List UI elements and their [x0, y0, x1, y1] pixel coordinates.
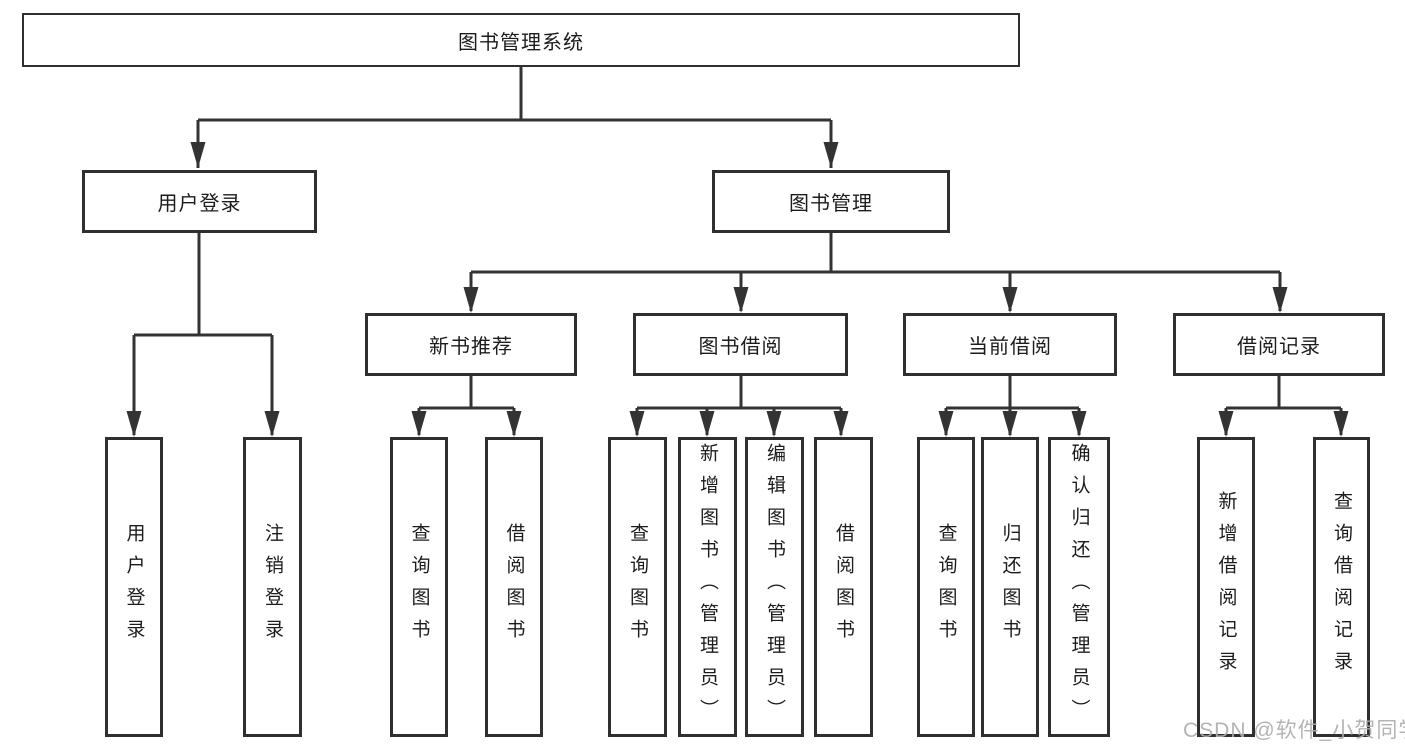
leaf-current-query-books-label: 查询图书: [935, 523, 957, 651]
node-branch-user-login-label: 用户登录: [157, 193, 242, 215]
connector-recommend-to-leaves: [411, 375, 522, 437]
connector-records-to-leaves: [1218, 375, 1349, 437]
leaf-add-borrow-record: 新增借阅记录: [1197, 437, 1255, 737]
leaf-logout-label: 注销登录: [262, 523, 283, 651]
leaf-confirm-return-admin-label: 确认归还（管理员）: [1068, 443, 1090, 731]
node-module-new-book-recommend-label: 新书推荐: [429, 336, 513, 358]
node-root-system-label: 图书管理系统: [458, 31, 584, 54]
leaf-current-query-books: 查询图书: [917, 437, 975, 737]
leaf-add-book-admin: 新增图书（管理员）: [678, 437, 737, 737]
node-module-borrow-records-label: 借阅记录: [1237, 336, 1321, 358]
leaf-borrow-book-label: 借阅图书: [833, 523, 854, 651]
leaf-add-borrow-record-label: 新增借阅记录: [1215, 491, 1237, 683]
csdn-watermark: CSDN @软件_小贺同学: [1183, 719, 1405, 742]
leaf-edit-book-admin: 编辑图书（管理员）: [745, 437, 804, 737]
connector-current-to-leaves: [938, 375, 1087, 437]
leaf-query-borrow-record-label: 查询借阅记录: [1331, 491, 1352, 683]
leaf-user-login: 用户登录: [105, 437, 163, 737]
leaf-borrow-query-books-label: 查询图书: [627, 523, 648, 651]
connector-root-to-level2: [190, 67, 839, 168]
connector-borrow-to-leaves: [629, 375, 849, 437]
node-branch-user-login: 用户登录: [82, 170, 317, 233]
leaf-logout: 注销登录: [243, 437, 302, 737]
leaf-borrow-book: 借阅图书: [814, 437, 873, 737]
node-module-book-borrow: 图书借阅: [633, 313, 848, 376]
connector-management-to-modules: [463, 232, 1288, 313]
leaf-query-borrow-record: 查询借阅记录: [1313, 437, 1370, 737]
leaf-recommend-query-books: 查询图书: [390, 437, 448, 737]
leaf-recommend-query-books-label: 查询图书: [408, 523, 430, 651]
node-module-borrow-records: 借阅记录: [1173, 313, 1385, 376]
node-module-current-borrow-label: 当前借阅: [968, 336, 1052, 358]
leaf-user-login-label: 用户登录: [123, 523, 145, 651]
node-module-book-borrow-label: 图书借阅: [698, 336, 783, 358]
connector-login-to-leaves: [126, 232, 280, 437]
leaf-edit-book-admin-label: 编辑图书（管理员）: [764, 443, 785, 731]
leaf-add-book-admin-label: 新增图书（管理员）: [697, 443, 718, 731]
node-branch-book-management: 图书管理: [712, 170, 950, 233]
leaf-borrow-query-books: 查询图书: [608, 437, 667, 737]
leaf-return-book-label: 归还图书: [999, 523, 1021, 651]
node-module-new-book-recommend: 新书推荐: [365, 313, 577, 376]
node-branch-book-management-label: 图书管理: [789, 193, 873, 215]
leaf-recommend-borrow-books: 借阅图书: [485, 437, 543, 737]
leaf-confirm-return-admin: 确认归还（管理员）: [1048, 437, 1110, 737]
leaf-return-book: 归还图书: [981, 437, 1039, 737]
node-root-system: 图书管理系统: [22, 13, 1020, 67]
node-module-current-borrow: 当前借阅: [903, 313, 1117, 376]
leaf-recommend-borrow-books-label: 借阅图书: [503, 523, 525, 651]
